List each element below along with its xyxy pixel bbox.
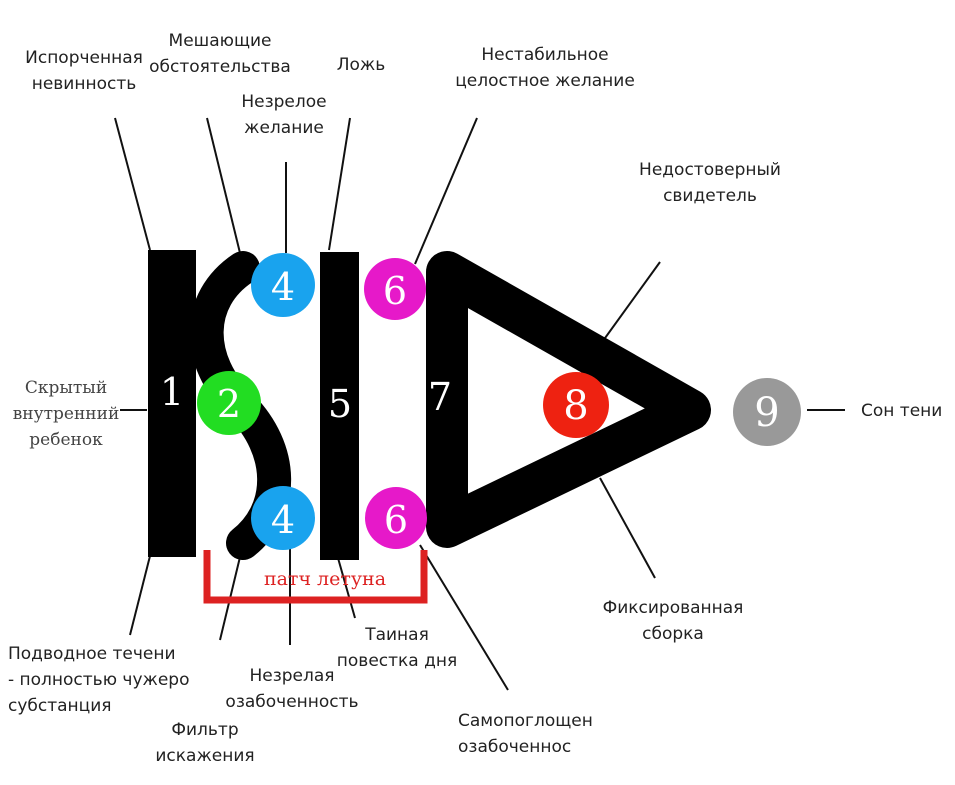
circle-9 (733, 378, 801, 446)
label-line: внутренний (13, 404, 120, 424)
triangle-7 (426, 251, 711, 548)
label-line: невинность (32, 74, 137, 94)
circle-4-top (251, 253, 315, 317)
label-line: повестка дня (337, 651, 457, 671)
leader-unreliable-witness (599, 261, 661, 346)
number-8: 8 (563, 383, 588, 429)
label-line: желание (244, 118, 324, 138)
number-3: 3 (271, 384, 295, 428)
label-unstable-desire: Нестабильное целостное желание (455, 45, 635, 91)
label-shadow-dream: Сон тени (861, 401, 942, 421)
pilot-patch-label: патч летуна (264, 568, 386, 590)
pilot-patch-bracket (203, 550, 428, 604)
label-line: Таиная (364, 625, 429, 645)
label-line: Испорченная (25, 48, 143, 68)
number-4-top: 4 (271, 265, 295, 309)
label-line: Скрытый (25, 378, 107, 398)
label-line: Незрелая (249, 666, 334, 686)
circle-2 (197, 371, 261, 435)
label-line: Недостоверный (639, 160, 781, 180)
bar-1 (148, 250, 196, 557)
label-undercurrent: Подводное течени - полностью чужеро субста… (8, 644, 190, 716)
leader-undercurrent (129, 555, 151, 636)
leader-self-absorbed (419, 544, 509, 691)
label-line: Фиксированная (603, 598, 744, 618)
label-self-absorbed: Самопоглощен озабоченнос (458, 711, 593, 757)
leader-hidden-agenda (337, 557, 356, 619)
label-line: Нестабильное (481, 45, 608, 65)
label-line: целостное желание (455, 71, 635, 91)
label-line: Фильтр (171, 720, 238, 740)
label-line: сборка (642, 624, 704, 644)
label-line: озабоченность (225, 692, 358, 712)
label-line: Мешающие (169, 31, 272, 51)
leader-lie (328, 117, 351, 251)
leader-unstable-desire (414, 117, 478, 265)
number-6-top: 6 (383, 269, 407, 313)
leader-fixed-assembly (599, 477, 656, 579)
label-line: Самопоглощен (458, 711, 593, 731)
number-9: 9 (754, 390, 779, 436)
label-line: Ложь (337, 55, 386, 75)
label-spoiled-innocence: Испорченная невинность (25, 48, 143, 94)
label-fixed-assembly: Фиксированная сборка (603, 598, 744, 644)
label-line: ребенок (29, 430, 103, 450)
circle-4-bottom (251, 486, 315, 550)
label-hidden-child: Скрытый внутренний ребенок (13, 378, 120, 450)
bar-5 (320, 252, 359, 560)
label-immature-preoccupation: Незрелая озабоченность (225, 666, 358, 712)
number-6-bottom: 6 (384, 498, 408, 542)
label-immature-desire: Незрелое желание (241, 92, 326, 138)
label-line: Сон тени (861, 401, 942, 421)
label-hindering-circumstances: Мешающие обстоятельства (149, 31, 291, 77)
label-line: обстоятельства (149, 57, 291, 77)
label-distortion-filter: Фильтр искажения (155, 720, 254, 766)
circle-8 (543, 372, 609, 438)
circle-6-bottom (365, 487, 427, 549)
number-2: 2 (217, 382, 241, 426)
label-line: Подводное течени (8, 644, 176, 664)
label-line: искажения (155, 746, 254, 766)
number-7: 7 (428, 375, 452, 419)
label-hidden-agenda: Таиная повестка дня (337, 625, 457, 671)
leader-hindering (206, 117, 241, 254)
label-line: свидетель (663, 186, 757, 206)
number-4-bottom: 4 (271, 498, 295, 542)
label-line: субстанция (8, 696, 112, 716)
label-lie: Ложь (337, 55, 386, 75)
circle-6-top (364, 258, 426, 320)
label-line: Незрелое (241, 92, 326, 112)
number-1: 1 (160, 370, 184, 414)
label-unreliable-witness: Недостоверный свидетель (639, 160, 781, 206)
label-line: озабоченнос (458, 737, 571, 757)
number-5: 5 (328, 382, 352, 426)
leader-spoiled-innocence (114, 117, 151, 251)
label-line: - полностью чужеро (8, 670, 190, 690)
leader-lines (114, 117, 845, 691)
